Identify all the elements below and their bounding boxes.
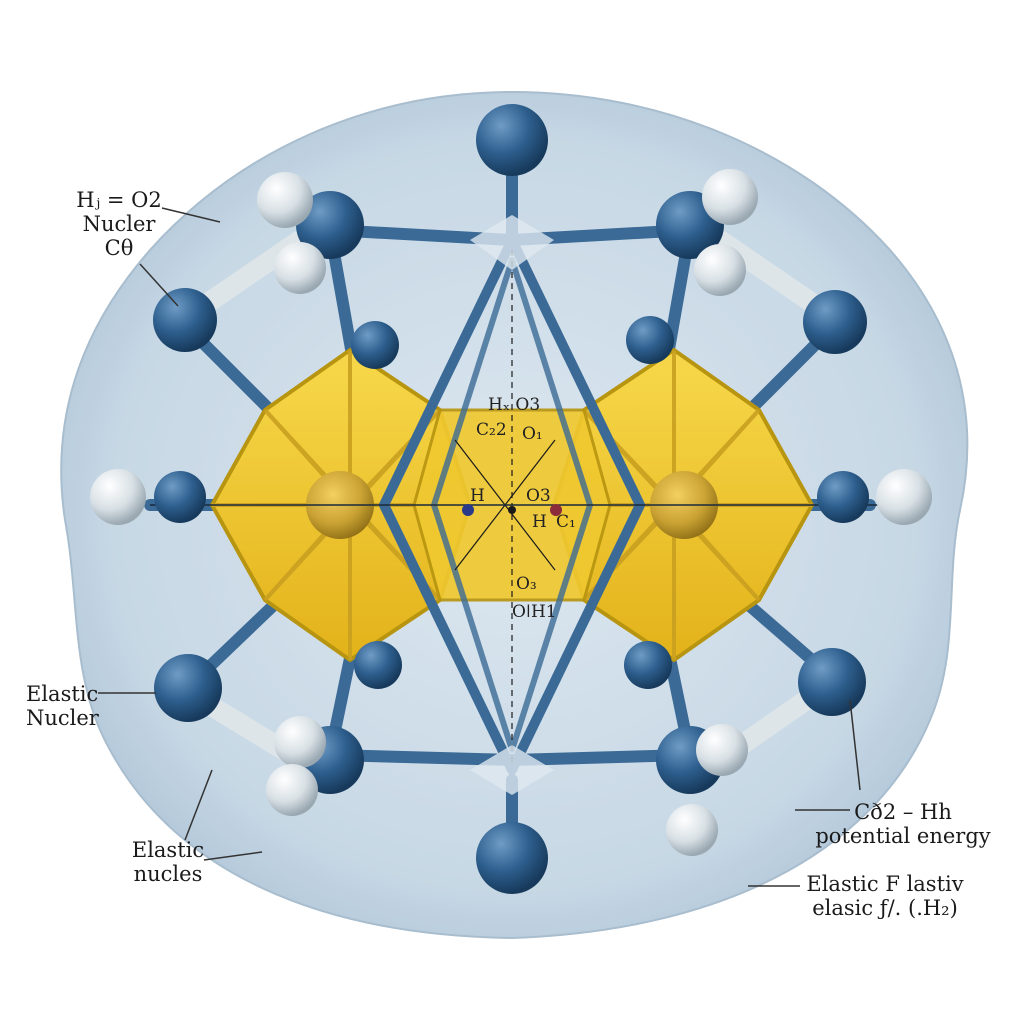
label-bottom-right-2: Elastic F lastiv elasic ƒ/. (.H₂): [800, 872, 970, 920]
inner-label-top-1: Hₓ O3: [488, 395, 541, 415]
label-bottom-right-2-line1: Elastic F lastiv: [806, 872, 964, 896]
label-top-left-line3: Cθ: [104, 236, 134, 260]
inner-label-center-2: O3: [526, 486, 551, 506]
inner-label-center-3: H: [532, 512, 547, 532]
label-mid-left-line1: Elastic: [26, 682, 99, 706]
label-bottom-left-line1: Elastic: [131, 838, 205, 862]
label-mid-left: Elastic Nucler: [26, 682, 99, 730]
label-bottom-right-1-line1: Cð2 – Hh: [854, 800, 952, 824]
label-bottom-left: Elastic nucles: [130, 838, 206, 886]
inner-label-top-3: O₁: [522, 424, 543, 444]
inner-label-bottom-1: O₃: [516, 574, 537, 594]
label-mid-left-line2: Nucler: [26, 706, 99, 730]
inner-label-bottom-2: OǀH1: [512, 602, 557, 622]
label-top-left-line2: Nucler: [82, 212, 156, 236]
label-top-left: Hⱼ = O2 Nucler Cθ: [72, 188, 166, 260]
inner-label-center-4: C₁: [556, 512, 576, 532]
inner-label-top-2: C₂2: [476, 420, 507, 440]
inner-label-center-1: H: [470, 486, 485, 506]
label-bottom-right-1: Cð2 – Hh potential energy: [808, 800, 998, 848]
label-bottom-left-line2: nucles: [133, 862, 203, 886]
label-bottom-right-2-line2: elasic ƒ/. (.H₂): [812, 896, 958, 920]
label-top-left-line1: Hⱼ = O2: [76, 188, 162, 212]
label-bottom-right-1-line2: potential energy: [815, 824, 991, 848]
